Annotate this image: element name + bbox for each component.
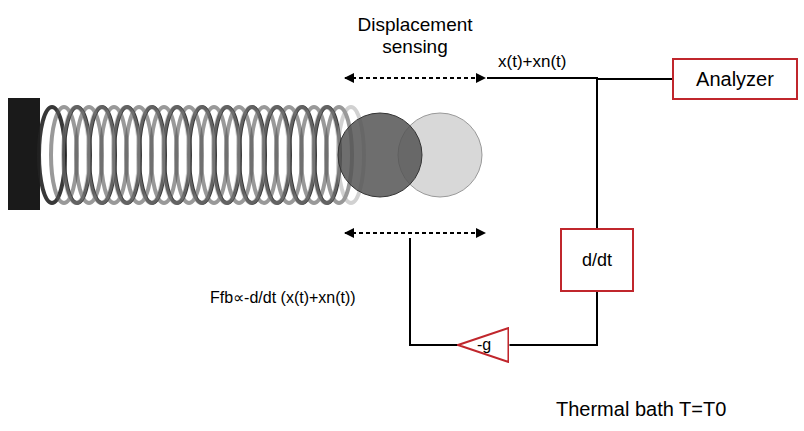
signal-wire (487, 77, 598, 79)
spring-coil (213, 107, 239, 203)
spring-coil (313, 107, 339, 203)
sensing-arrow (345, 77, 485, 79)
wire (509, 292, 597, 345)
gain-triangle: -g (457, 327, 509, 363)
feedback-wire (410, 238, 460, 345)
spring-coil (238, 107, 264, 203)
spring-coil (138, 107, 164, 203)
spring-coil (188, 107, 214, 203)
spring-coil (88, 107, 114, 203)
spring (39, 107, 364, 203)
node-text: d/dt (582, 250, 612, 271)
sensing-label: Displacement sensing (330, 14, 500, 58)
signal-label: x(t)+xn(t) (498, 52, 566, 72)
differentiator-box: d/dt (560, 228, 634, 292)
spring-coil (288, 107, 314, 203)
mass (338, 113, 422, 197)
wire (597, 79, 672, 228)
analyzer-box: Analyzer (672, 58, 798, 100)
wall (8, 98, 40, 210)
spring-coil (163, 107, 189, 203)
force-label: Ffb∝-d/dt (x(t)+xn(t)) (210, 288, 356, 307)
bath-label: Thermal bath T=T0 (556, 398, 726, 421)
spring-coil (63, 107, 89, 203)
spring-coil (263, 107, 289, 203)
spring-coil (113, 107, 139, 203)
node-text: -g (477, 336, 491, 354)
force-arrow (345, 232, 485, 234)
node-text: Analyzer (696, 68, 774, 91)
